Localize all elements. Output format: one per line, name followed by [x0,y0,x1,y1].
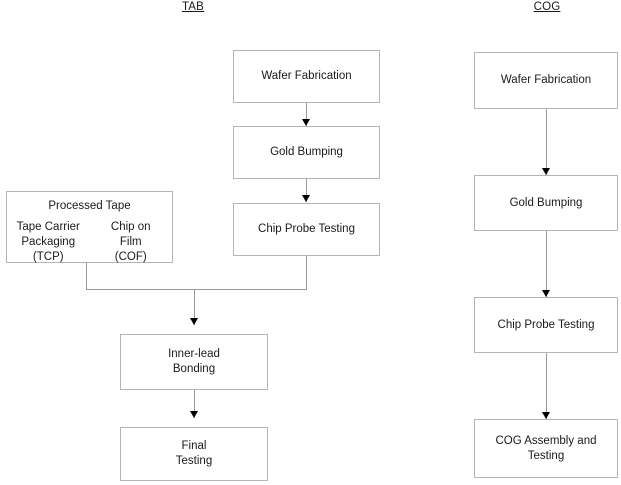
connector-tab-wafer-to-gold [306,103,307,126]
connector-inner-lead-to-final [194,390,195,418]
arrowhead-icon [541,168,550,175]
node-label: Gold Bumping [270,146,343,158]
tcp-line-1: Tape Carrier [16,221,80,233]
connector-merge-bar [86,289,307,290]
processed-tape-option-tcp[interactable]: Tape Carrier Packaging (TCP) [7,220,90,265]
node-tab-gold-bumping[interactable]: Gold Bumping [233,126,380,179]
cof-line-1: Chip on [110,221,151,233]
node-tab-wafer-fabrication[interactable]: Wafer Fabrication [233,50,380,103]
processed-tape-heading: Processed Tape [48,200,131,212]
node-cog-chip-probe-testing[interactable]: Chip Probe Testing [474,297,618,353]
connector-probe-down [306,256,307,290]
arrowhead-icon [301,119,310,126]
node-label: Wafer Fabrication [500,74,592,86]
arrowhead-icon [301,195,310,202]
node-label-line-1: COG Assembly and [495,434,597,447]
arrowhead-icon [189,318,198,325]
column-title-cog: COG [533,1,561,13]
node-label-line-1: Final [181,440,207,452]
connector-tab-gold-to-probe [306,179,307,202]
connector-merge-to-inner-lead [194,289,195,325]
node-label-line-2: Testing [527,449,565,462]
node-label: Chip Probe Testing [258,223,355,235]
node-tab-final-testing[interactable]: Final Testing [120,427,268,481]
cof-line-3: (COF) [114,251,147,263]
connector-cog-probe-to-assembly [546,353,547,419]
connector-cog-gold-to-probe [546,231,547,297]
arrowhead-icon [541,290,550,297]
node-label: Wafer Fabrication [261,70,352,82]
processed-tape-option-cof[interactable]: Chip on Film (COF) [90,220,173,265]
tcp-line-2: Packaging [21,236,76,248]
tcp-line-3: (TCP) [32,251,64,263]
connector-cog-wafer-to-gold [546,109,547,175]
arrowhead-icon [189,411,198,418]
connector-tape-down [86,263,87,290]
node-label: Chip Probe Testing [497,318,595,331]
column-title-tab: TAB [181,1,205,13]
node-label-line-1: Inner-lead [168,348,220,360]
node-cog-wafer-fabrication[interactable]: Wafer Fabrication [474,52,618,109]
arrowhead-icon [541,412,550,419]
node-tab-inner-lead-bonding[interactable]: Inner-lead Bonding [120,334,268,390]
node-cog-assembly-and-testing[interactable]: COG Assembly and Testing [474,419,618,478]
cof-line-2: Film [119,236,142,248]
node-label-line-2: Testing [175,455,213,467]
node-tab-chip-probe-testing[interactable]: Chip Probe Testing [233,203,380,256]
node-label-line-2: Bonding [172,363,216,375]
node-label: Gold Bumping [509,196,583,209]
node-processed-tape[interactable]: Processed Tape Tape Carrier Packaging (T… [6,191,173,263]
node-cog-gold-bumping[interactable]: Gold Bumping [474,175,618,231]
